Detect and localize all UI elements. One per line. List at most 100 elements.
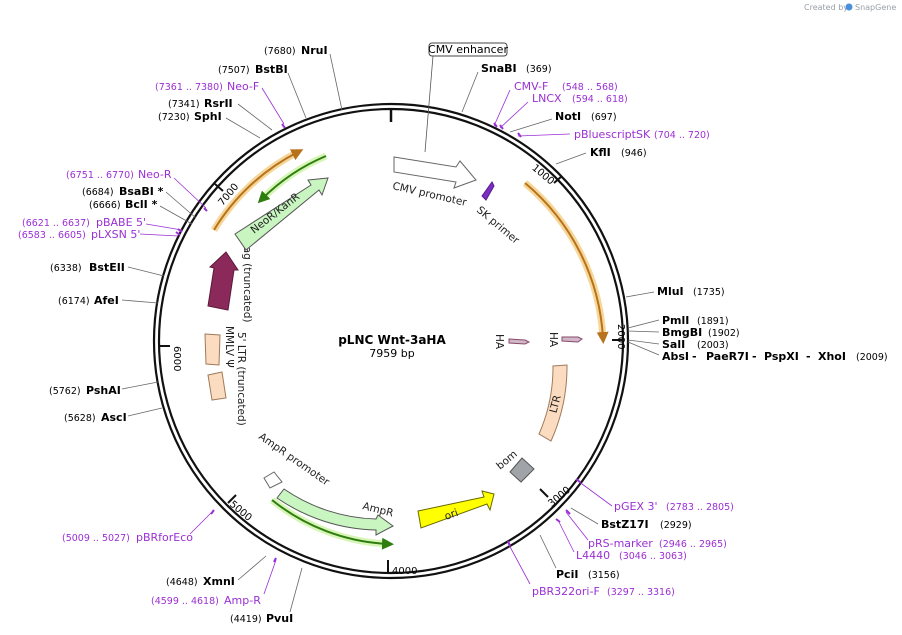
primer-plxsn5: (6583 .. 6605) pLXSN 5' <box>18 228 179 241</box>
site-sphi-pos: (7230) <box>158 112 190 123</box>
orf-arc-right-halo <box>522 180 607 339</box>
site-xmni: (4648) XmnI <box>166 555 267 588</box>
site-pspxi-name: PspXI <box>764 350 799 363</box>
site-pshai-name: PshAI <box>86 384 121 397</box>
site-pmli-name: PmlI <box>662 314 689 327</box>
cmv-promoter-arrow <box>393 156 477 189</box>
neor-arrow <box>234 177 329 251</box>
orf-arc-left <box>213 149 304 231</box>
orf-arc-right <box>524 182 609 344</box>
site-bcli-pos: (6666) <box>89 200 121 211</box>
primer-pbr322orif: pBR322ori-F (3297 .. 3316) <box>507 542 675 598</box>
site-mlui-name: MluI <box>657 285 684 298</box>
primer-neof: (7361 .. 7380) Neo-F <box>155 80 285 125</box>
tick-6000: 6000 <box>171 346 182 371</box>
primer-cmvf-pos: (548 .. 568) <box>562 82 618 93</box>
primer-prsmarker-name: pRS-marker <box>588 537 653 550</box>
gag-arrow <box>207 251 239 311</box>
primer-plxsn5-name: pLXSN 5' <box>91 228 140 241</box>
mmlv-psi-label: MMLV Ψ <box>223 326 235 368</box>
site-nrui-name: NruI <box>301 44 328 57</box>
site-pshai: (5762) PshAI <box>49 381 159 397</box>
tick-2000: 2000 <box>615 324 626 349</box>
mmlv-psi-block <box>207 371 227 401</box>
site-paer7i-name: PaeR7I <box>706 350 749 363</box>
tick-5000: 5000 <box>227 499 254 524</box>
site-noti-name: NotI <box>555 110 581 123</box>
ampr-promoter-arrow <box>263 471 283 489</box>
ori-arrow <box>417 490 495 529</box>
primer-neor-name: Neo-R <box>138 168 172 181</box>
primer-pbabe5: (6621 .. 6637) pBABE 5' <box>22 216 183 231</box>
ltr-label: LTR <box>548 394 564 415</box>
sk-primer-mark <box>481 181 495 201</box>
site-sali-pos: (2003) <box>697 340 729 351</box>
site-asci-name: AscI <box>101 411 127 424</box>
plasmid-size: 7959 bp <box>369 347 414 360</box>
primer-cmvf: CMV-F (548 .. 568) <box>493 80 618 127</box>
primer-lncx: LNCX (594 .. 618) <box>499 92 628 129</box>
site-bmgbi: BmgBI (1902) <box>627 326 740 339</box>
site-xhoi-name: XhoI <box>818 350 846 363</box>
site-afei-pos: (6174) <box>58 296 90 307</box>
primer-pbrforeco-pos: (5009 .. 5027) <box>62 533 130 544</box>
ha-mark-1 <box>508 338 531 345</box>
primer-plxsn5-pos: (6583 .. 6605) <box>18 230 86 241</box>
primer-pbr322orif-pos: (3297 .. 3316) <box>607 587 675 598</box>
site-rsrii: (7341) RsrII <box>168 97 273 131</box>
primer-prsmarker: pRS-marker (2946 .. 2965) <box>565 511 727 550</box>
site-kfli-name: KflI <box>590 146 611 159</box>
site-afei: (6174) AfeI <box>58 294 159 307</box>
site-pvui-name: PvuI <box>266 612 293 625</box>
site-mlui: MluI (1735) <box>625 285 725 298</box>
site-snabi-pos: (369) <box>526 64 552 75</box>
site-kfli: KflI (946) <box>555 146 647 165</box>
plasmid-name: pLNC Wnt-3aHA <box>338 333 446 347</box>
site-nrui-pos: (7680) <box>264 46 296 57</box>
site-bsteii: (6338) BstEII <box>50 261 165 277</box>
ha-mark-2 <box>561 336 583 343</box>
site-bsabi: (6684) BsaBI * <box>82 185 197 219</box>
primer-pbr322orif-name: pBR322ori-F <box>532 585 600 598</box>
amp-green-arc <box>271 499 394 550</box>
svg-text:-: - <box>692 350 697 363</box>
site-bmgbi-name: BmgBI <box>662 326 702 339</box>
site-bstz17i-pos: (2929) <box>660 520 692 531</box>
primer-neor: (6751 .. 6770) Neo-R <box>66 168 207 209</box>
site-snabi: SnaBI (369) <box>461 62 552 113</box>
ltr-3-block <box>538 364 568 442</box>
primer-cmvf-name: CMV-F <box>514 80 548 93</box>
snapgene-logo-icon <box>845 3 853 11</box>
primer-pbluescriptsk: pBluescriptSK (704 .. 720) <box>517 128 710 141</box>
site-bsabi-pos: (6684) <box>82 187 114 198</box>
primer-lncx-name: LNCX <box>532 92 562 105</box>
primer-ampr: (4599 .. 4618) Amp-R <box>151 559 277 607</box>
site-afei-name: AfeI <box>94 294 119 307</box>
ori-label: ori <box>443 507 460 523</box>
primer-neor-pos: (6751 .. 6770) <box>66 170 134 181</box>
site-asci: (5628) AscI <box>64 407 163 424</box>
primer-l4440: L4440 (3046 .. 3063) <box>557 519 687 562</box>
site-rsrii-pos: (7341) <box>168 99 200 110</box>
backbone-outer <box>152 102 630 580</box>
site-pcii-pos: (3156) <box>588 570 620 581</box>
ha-label-2: HA <box>547 332 559 348</box>
site-pvui-pos: (4419) <box>230 614 262 625</box>
primer-ampr-name: Amp-R <box>224 594 261 607</box>
site-xmni-pos: (4648) <box>166 577 198 588</box>
primer-pgex3: pGEX 3' (2783 .. 2805) <box>577 480 734 513</box>
site-bcli: (6666) BclI * <box>89 198 193 225</box>
site-bstbi-name: BstBI <box>255 63 288 76</box>
primer-lncx-pos: (594 .. 618) <box>572 94 628 105</box>
cmv-enhancer-box <box>428 42 508 57</box>
primer-pbabe5-name: pBABE 5' <box>96 216 146 229</box>
site-sali-name: SalI <box>662 338 685 351</box>
ltr-5-block <box>204 333 221 366</box>
primer-pgex3-pos: (2783 .. 2805) <box>666 502 734 513</box>
site-absi-name: AbsI <box>662 350 689 363</box>
site-pmli-pos: (1891) <box>697 316 729 327</box>
svg-text:-: - <box>752 350 757 363</box>
site-snabi-name: SnaBI <box>481 62 517 75</box>
site-pmli: PmlI (1891) <box>627 314 729 329</box>
